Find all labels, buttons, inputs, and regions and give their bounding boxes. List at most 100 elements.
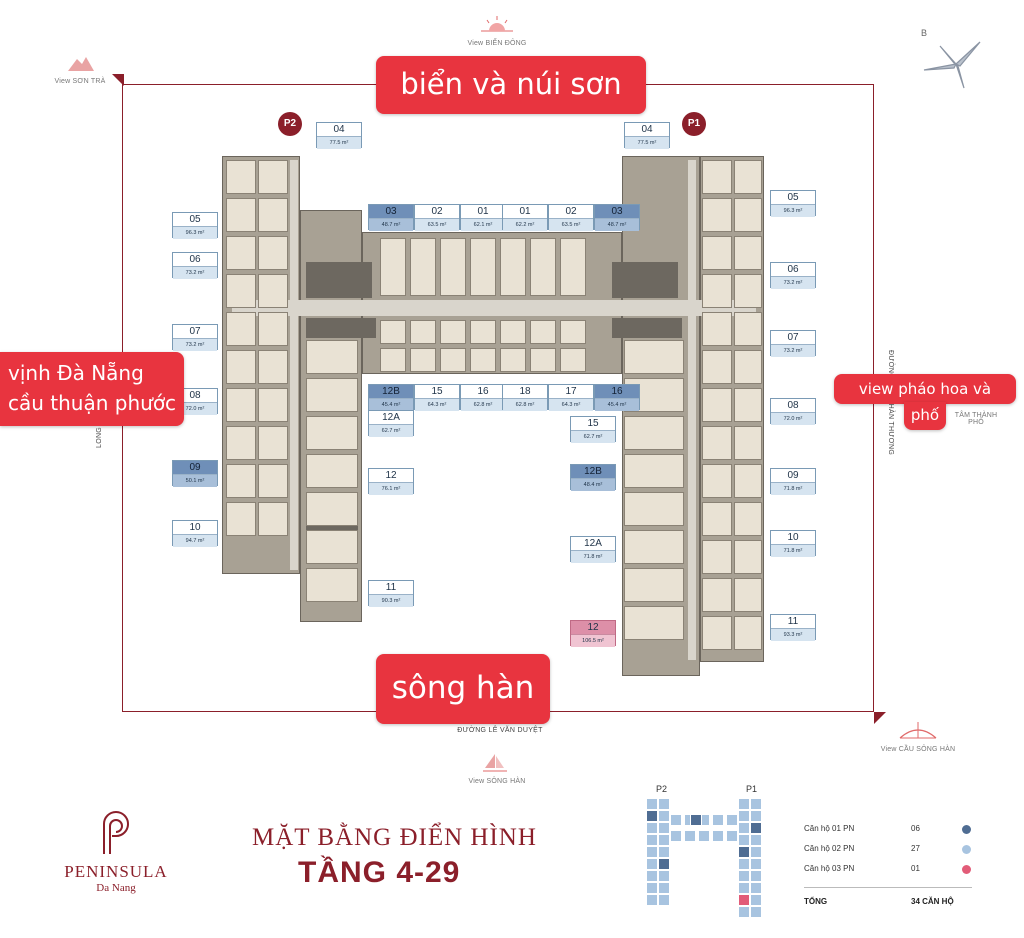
sailboat-icon [483, 754, 507, 772]
view-river-label: View SÔNG HÀN [468, 778, 526, 785]
apartment-room [702, 540, 732, 574]
mini-plan-unit [646, 834, 658, 846]
mini-plan-unit [726, 814, 738, 826]
apartment-room [470, 320, 496, 344]
apartment-room [624, 606, 684, 640]
unit-area: 48.7 m² [369, 218, 413, 231]
mini-plan-unit [750, 858, 762, 870]
right-corridor [688, 160, 696, 660]
apartment-room [306, 454, 358, 488]
unit-area: 63.5 m² [415, 218, 459, 231]
apartment-room [734, 274, 762, 308]
mountain-icon [68, 57, 94, 71]
mini-plan-unit [738, 810, 750, 822]
apartment-room [258, 464, 288, 498]
apartment-room [702, 274, 732, 308]
apartment-room [734, 236, 762, 270]
apartment-room [258, 388, 288, 422]
unit-area: 96.3 m² [771, 204, 815, 217]
unit-area: 48.4 m² [571, 478, 615, 491]
unit-number: 01 [477, 206, 489, 217]
apartment-room [226, 464, 256, 498]
mini-plan-unit [738, 858, 750, 870]
unit-area: 62.1 m² [461, 218, 505, 231]
unit-area: 106.5 m² [571, 634, 615, 647]
apartment-room [258, 160, 288, 194]
unit-area: 77.5 m² [317, 136, 361, 149]
unit-number: 11 [385, 582, 397, 593]
mini-plan-unit [750, 906, 762, 918]
apartment-room [734, 578, 762, 612]
apartment-room [380, 320, 406, 344]
brand-name: PENINSULA [64, 862, 168, 881]
unit-number: 12A [584, 538, 602, 549]
corner-marker [112, 74, 124, 86]
apartment-room [410, 320, 436, 344]
apartment-room [702, 578, 732, 612]
unit-area: 71.8 m² [771, 482, 815, 495]
mini-plan-unit [738, 882, 750, 894]
mini-plan-unit [658, 870, 670, 882]
mini-plan-unit [750, 798, 762, 810]
unit-area: 71.8 m² [571, 550, 615, 563]
apartment-room [702, 236, 732, 270]
unit-area: 45.4 m² [595, 398, 639, 411]
unit-number: 08 [189, 390, 201, 401]
apartment-room [702, 160, 732, 194]
mini-plan-unit [646, 870, 658, 882]
apartment-room [734, 464, 762, 498]
unit-area: 62.8 m² [461, 398, 505, 411]
unit-number: 12 [587, 622, 599, 633]
mini-plan-unit [646, 858, 658, 870]
apartment-room [226, 274, 256, 308]
unit-area: 96.3 m² [173, 226, 217, 239]
apartment-room [410, 348, 436, 372]
callout-right-line2: phố [904, 402, 946, 430]
apartment-room [380, 348, 406, 372]
view-east-label: View BIỂN ĐÔNG [467, 40, 527, 47]
mini-plan-unit [738, 894, 750, 906]
unit-area: 62.2 m² [503, 218, 547, 231]
apartment-room [500, 348, 526, 372]
callout-left: vịnh Đà Nẵng cầu thuận phước [0, 352, 184, 426]
unit-area: 62.8 m² [503, 398, 547, 411]
apartment-room [226, 160, 256, 194]
elevator-core [612, 262, 678, 298]
mini-plan-unit [646, 798, 658, 810]
unit-area: 90.3 m² [369, 594, 413, 607]
unit-area: 71.8 m² [771, 544, 815, 557]
peninsula-logo-icon [103, 811, 129, 854]
unit-number: 05 [787, 192, 799, 203]
apartment-room [624, 454, 684, 488]
apartment-room [734, 388, 762, 422]
mini-plan-unit [658, 810, 670, 822]
unit-area: 93.3 m² [771, 628, 815, 641]
total-value: 34 CĂN HỘ [911, 897, 954, 906]
apartment-room [500, 238, 526, 296]
unit-area: 62.7 m² [571, 430, 615, 443]
unit-number: 07 [787, 332, 799, 343]
legend-color-dot [962, 825, 971, 834]
unit-number: 09 [189, 462, 201, 473]
bridge-icon [899, 722, 937, 739]
apartment-room [306, 340, 358, 374]
mini-plan-unit [750, 894, 762, 906]
unit-area: 73.2 m² [173, 266, 217, 279]
apartment-room [440, 238, 466, 296]
unit-area: 77.5 m² [625, 136, 669, 149]
street-west-label: LONG [96, 426, 103, 448]
apartment-room [702, 350, 732, 384]
apartment-room [306, 378, 358, 412]
mini-plan-unit [684, 830, 696, 842]
apartment-room [702, 388, 732, 422]
sunrise-icon [481, 16, 513, 32]
